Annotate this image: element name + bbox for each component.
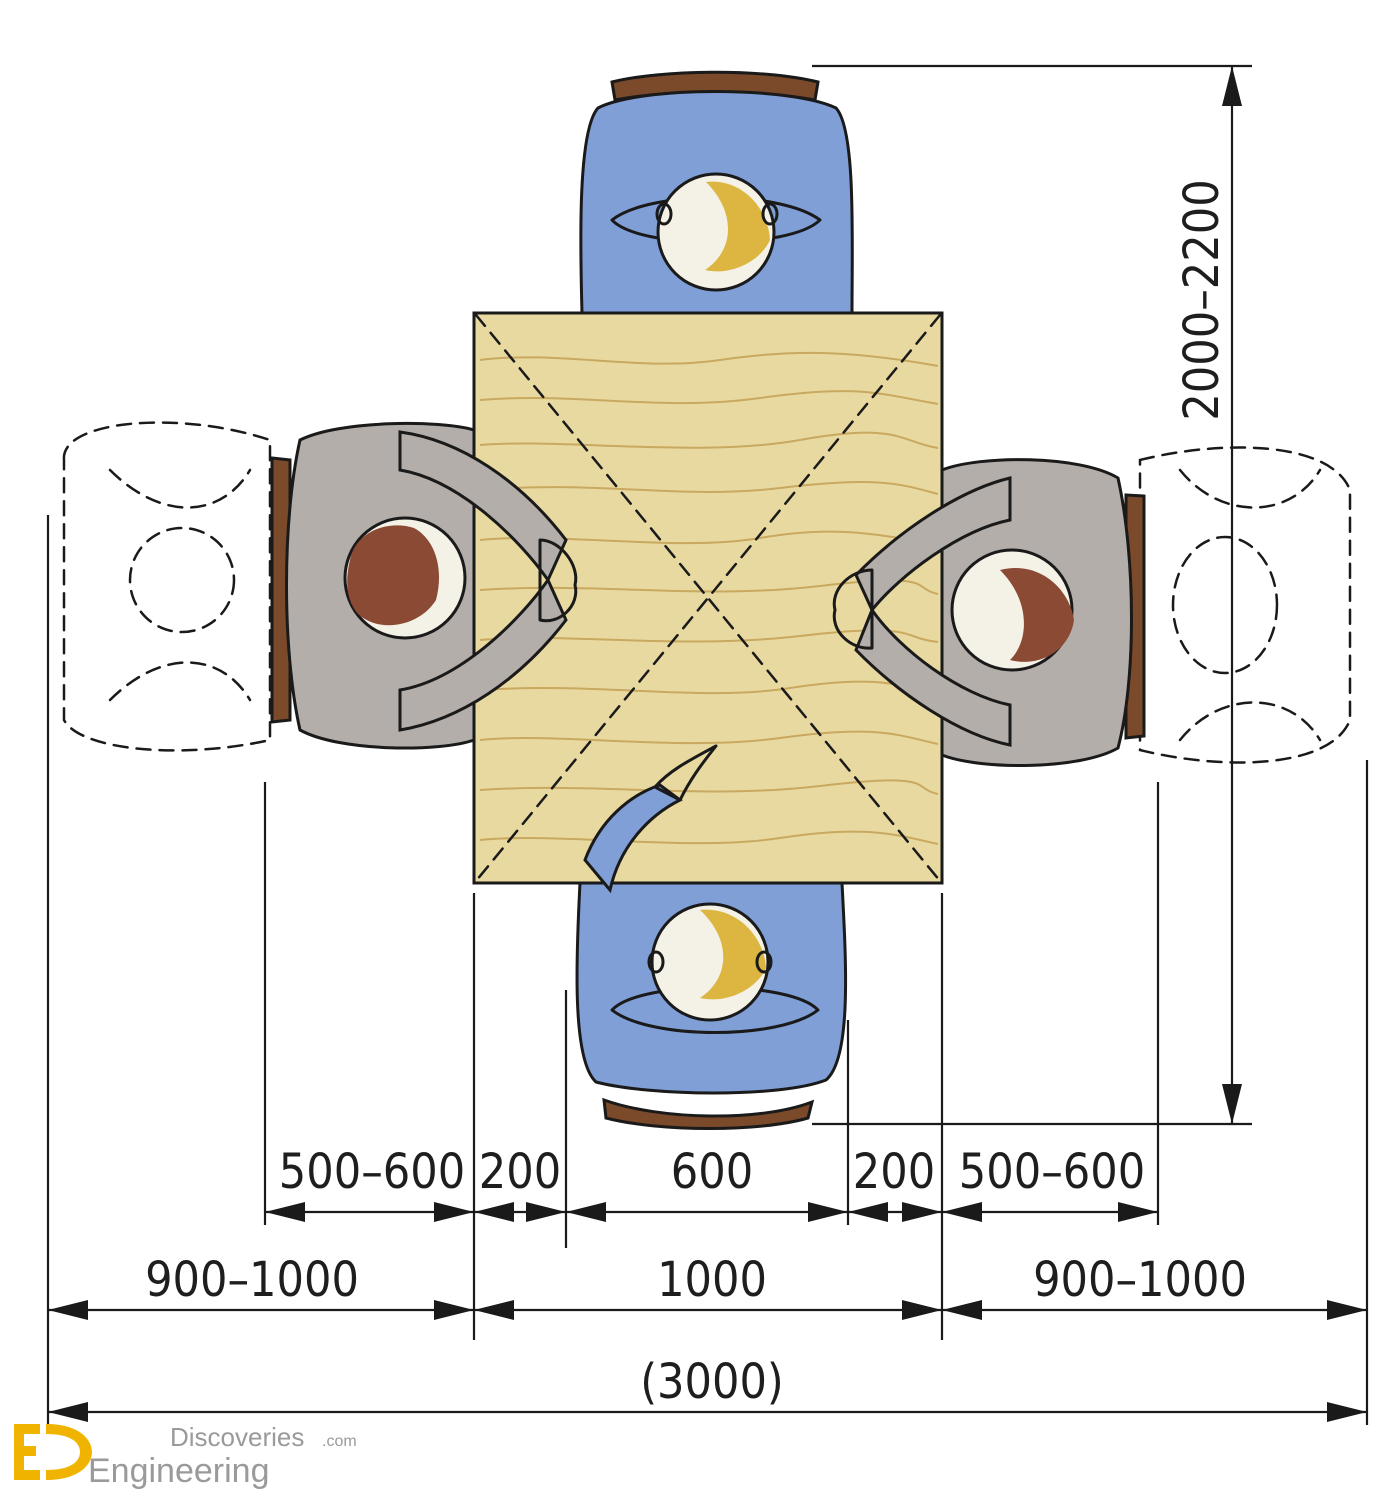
person-left-ghost [62, 421, 272, 752]
person-right-ghost [1138, 446, 1352, 764]
chair-left [270, 456, 292, 724]
watermark-discoveries: Discoveries [170, 1422, 304, 1452]
table-wood-grain [479, 351, 939, 845]
dimension-lines [46, 64, 1369, 1425]
person-left [62, 421, 578, 752]
watermark-logo [14, 1424, 92, 1480]
dim-top-5: 500–600 [959, 1144, 1145, 1200]
watermark: Discoveries .com Engineering [14, 1422, 357, 1490]
table-diagonals [474, 313, 942, 883]
person-bottom [575, 744, 848, 1130]
dim-top-2: 200 [479, 1144, 561, 1200]
dimension-labels: 500–600 200 600 200 500–600 900–1000 100… [145, 179, 1247, 1410]
watermark-engineering: Engineering [88, 1452, 269, 1490]
person-top [579, 70, 854, 315]
dim-top-3: 600 [671, 1144, 753, 1200]
dim-top-1: 500–600 [279, 1144, 465, 1200]
person-right [832, 446, 1352, 767]
watermark-com: .com [322, 1433, 357, 1450]
chair-bottom [602, 1097, 815, 1130]
dim-mid-3: 900–1000 [1033, 1252, 1247, 1308]
dim-top-4: 200 [853, 1144, 935, 1200]
dim-vertical: 2000–2200 [1174, 179, 1230, 420]
dim-mid-1: 900–1000 [145, 1252, 359, 1308]
dim-mid-2: 1000 [657, 1252, 767, 1308]
dim-total: (3000) [640, 1354, 784, 1410]
